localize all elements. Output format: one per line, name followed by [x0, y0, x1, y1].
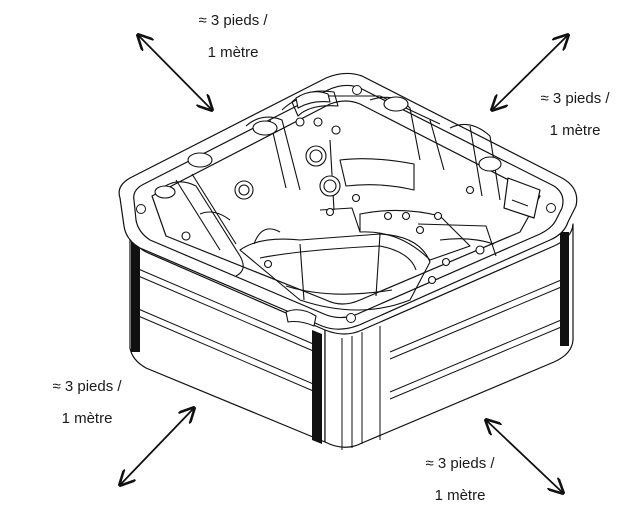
cabinet-right-face [324, 223, 574, 448]
corner-post-front [312, 330, 322, 444]
clearance-arrow-bottom-left [120, 408, 194, 485]
clearance-label-top-left: ≈ 3 pieds / 1 mètre [168, 12, 298, 62]
clearance-distance-imperial: ≈ 3 pieds / [540, 90, 610, 107]
clearance-arrow-bottom-right [486, 420, 563, 493]
clearance-distance-metric: 1 mètre [434, 487, 486, 504]
control-panel [503, 177, 541, 219]
jets [181, 117, 485, 285]
corner-post-right [560, 232, 569, 346]
headrests [154, 91, 502, 327]
clearance-distance-imperial: ≈ 3 pieds / [425, 455, 495, 472]
corner-post-left [131, 238, 140, 352]
clearance-label-bottom-left: ≈ 3 pieds / 1 mètre [22, 378, 152, 428]
clearance-label-top-right: ≈ 3 pieds / 1 mètre [515, 90, 633, 140]
clearance-distance-imperial: ≈ 3 pieds / [52, 378, 122, 395]
clearance-label-bottom-right: ≈ 3 pieds / 1 mètre [395, 455, 525, 505]
clearance-distance-metric: 1 mètre [61, 410, 113, 427]
clearance-distance-metric: 1 mètre [207, 44, 259, 61]
shell-interior [151, 100, 541, 305]
clearance-distance-metric: 1 mètre [549, 122, 601, 139]
clearance-distance-imperial: ≈ 3 pieds / [198, 12, 268, 29]
rim-inner [133, 84, 564, 319]
clearance-arrow-top-left [138, 35, 212, 110]
clearance-arrow-top-right [492, 35, 568, 110]
hot-tub [118, 72, 578, 450]
